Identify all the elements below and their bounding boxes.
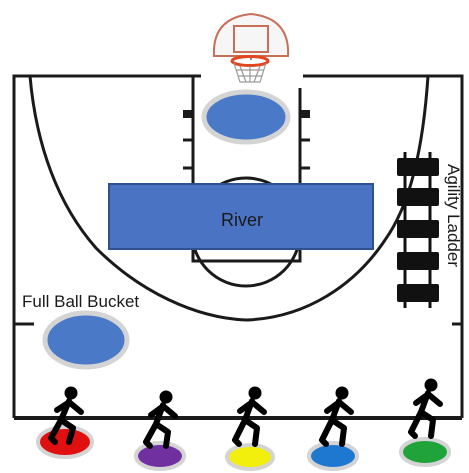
player-station <box>225 386 275 471</box>
hoop-net <box>233 62 267 83</box>
ball-bucket <box>42 310 130 370</box>
green-poly-spot <box>399 437 451 467</box>
river-label: River <box>221 210 263 230</box>
ladder-rung <box>397 158 439 176</box>
yellow-poly-spot <box>225 443 275 471</box>
ladder-rung <box>397 220 439 238</box>
river-zone: River <box>108 183 374 250</box>
stick-figure-walking-icon <box>319 386 354 447</box>
blue-poly-spot <box>307 441 359 471</box>
agility-ladder-label: Agility Ladder <box>444 164 463 267</box>
player-station <box>36 386 94 459</box>
lane-hash-mark <box>183 110 193 118</box>
shooting-spot <box>201 89 291 145</box>
red-poly-spot <box>36 425 94 459</box>
ladder-rung <box>397 252 439 270</box>
river-rectangle <box>108 183 374 250</box>
agility-ladder-icon <box>397 152 439 308</box>
hoop-rim <box>230 55 270 67</box>
purple-poly-spot <box>134 441 186 471</box>
stick-figure-walking-icon <box>143 390 178 449</box>
player-station <box>399 378 451 467</box>
ball-bucket-label: Full Ball Bucket <box>22 292 139 311</box>
stick-figure-walking-icon <box>408 378 443 439</box>
stick-figure-walking-icon <box>232 386 267 447</box>
stick-figure-walking-icon <box>48 386 84 445</box>
ladder-rung <box>397 284 439 302</box>
player-station <box>134 390 186 471</box>
ladder-rungs <box>397 158 439 302</box>
backboard-square <box>233 25 269 53</box>
lane-hash-mark <box>300 110 310 118</box>
ladder-rung <box>397 188 439 206</box>
backboard <box>212 12 290 57</box>
basketball-hoop-icon <box>201 6 303 88</box>
player-row <box>36 378 451 471</box>
player-station <box>307 386 359 471</box>
